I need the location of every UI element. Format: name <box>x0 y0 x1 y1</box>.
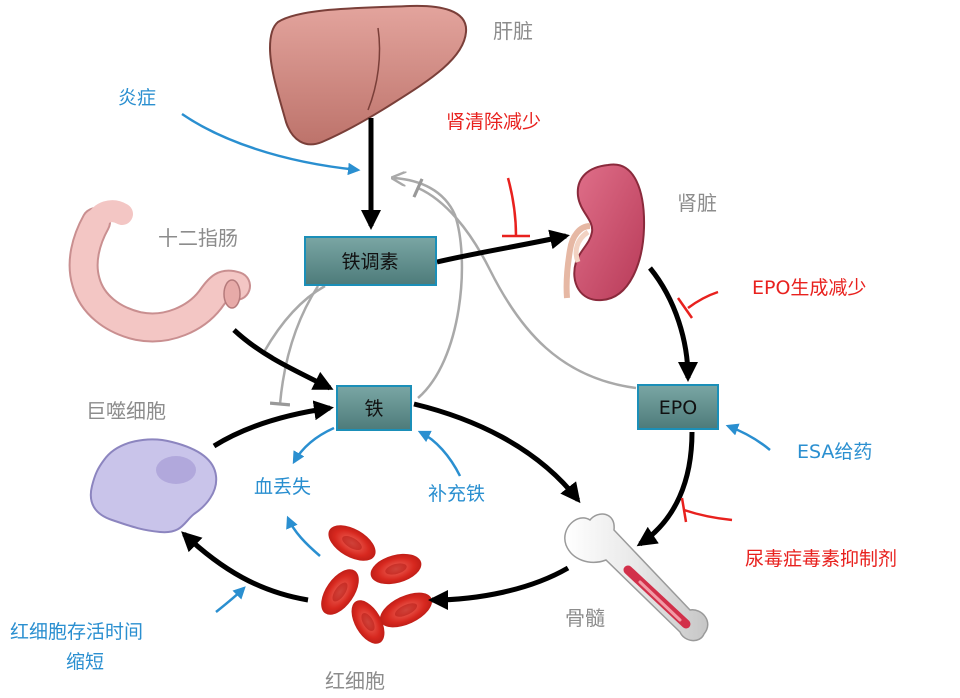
hepcidin-to-kidney-arrow <box>436 229 570 265</box>
liver-label: 肝脏 <box>493 19 533 43</box>
macrophage-to-iron-arrow <box>212 400 334 449</box>
kidney-to-epo-arrow <box>648 266 698 382</box>
bone-marrow-illustration <box>564 513 709 642</box>
inflammation-label: 炎症 <box>118 87 156 109</box>
gray-feedback-lines <box>254 178 637 407</box>
macrophage-illustration <box>89 438 218 534</box>
red-inhibition-marks <box>502 177 733 523</box>
rbc-survival-label-line1: 红细胞存活时间 <box>10 621 143 643</box>
uremic-toxin-inhibitor <box>680 497 733 523</box>
epo-to-marrow-arrow <box>636 431 695 547</box>
kidney-illustration <box>563 163 646 302</box>
epo-reduction-label: EPO生成减少 <box>752 277 866 299</box>
epo-to-hepcidin-feedback <box>412 178 637 390</box>
uremic-toxins-label: 尿毒症毒素抑制剂 <box>745 548 897 570</box>
esa-arrow <box>725 423 771 451</box>
liver-illustration <box>268 4 468 146</box>
iron-box: 铁 <box>336 385 412 431</box>
iron-to-marrow-arrow <box>413 401 581 504</box>
iron-to-hepcidin-feedback <box>394 178 464 399</box>
hepcidin-box: 铁调素 <box>304 236 437 286</box>
blood-loss-arrow <box>292 426 335 465</box>
blood-loss-label: 血丢失 <box>254 476 311 498</box>
epo-reduction-inhibitor <box>676 290 719 319</box>
rbc-loss-arrow <box>286 515 321 557</box>
duodenum-to-iron-arrow <box>232 328 334 391</box>
inflammation-arrow <box>181 112 361 176</box>
marrow-to-rbc-arrow <box>428 565 570 610</box>
renal-clearance-inhibitor <box>502 177 530 238</box>
iron-supplement-label: 补充铁 <box>428 483 485 505</box>
epo-box: EPO <box>637 384 719 430</box>
esa-label: ESA给药 <box>797 441 872 463</box>
blue-promoter-arrows <box>181 112 771 613</box>
bone-marrow-label: 骨髓 <box>565 606 605 630</box>
duodenum-illustration <box>68 200 251 343</box>
macrophage-label: 巨噬细胞 <box>86 399 166 423</box>
renal-clearance-label: 肾清除减少 <box>446 111 541 133</box>
rbc-survival-arrow <box>215 586 246 613</box>
epo-label: EPO <box>659 397 697 419</box>
rbc-label: 红细胞 <box>325 669 385 693</box>
duodenum-label: 十二指肠 <box>158 226 238 250</box>
kidney-label: 肾脏 <box>677 191 717 215</box>
rbc-survival-label-line2: 缩短 <box>66 651 104 673</box>
hepcidin-label: 铁调素 <box>341 251 398 273</box>
rbc-illustration <box>321 525 433 644</box>
rbc-to-macrophage-arrow <box>181 531 309 603</box>
iron-supplement-arrow <box>417 430 462 477</box>
hepcidin-inhibits-release <box>269 285 320 407</box>
hepcidin-inhibits-absorption <box>254 284 326 359</box>
iron-label: 铁 <box>364 398 383 420</box>
black-flow-arrows <box>181 118 698 610</box>
